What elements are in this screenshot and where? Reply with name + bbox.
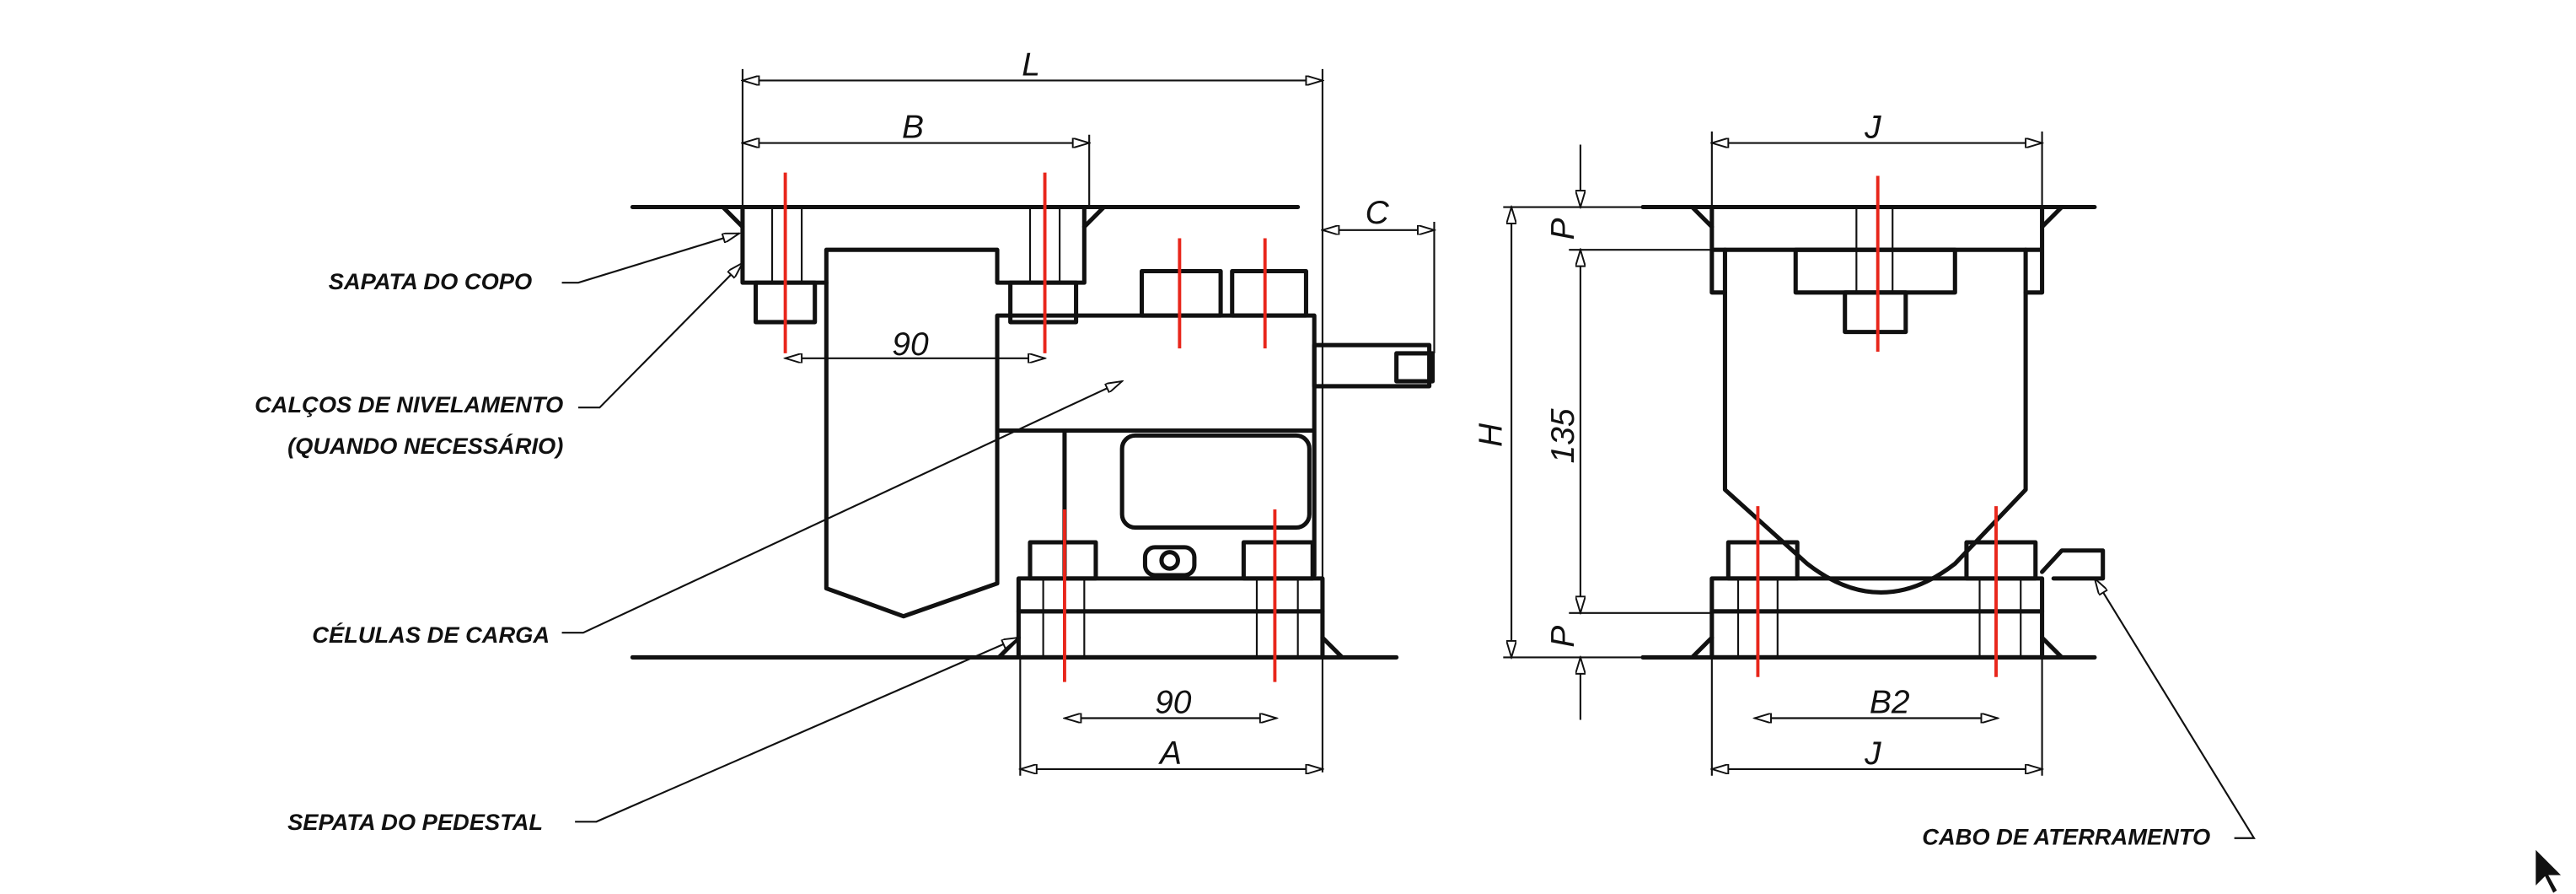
dimensions-side <box>743 68 1435 776</box>
nut <box>1843 290 1908 335</box>
dim-H: H <box>1473 423 1509 447</box>
centerlines <box>1756 175 1998 677</box>
dim-B2: B2 <box>1870 685 1910 721</box>
dim-90-top: 90 <box>892 326 929 363</box>
label-sapata-copo: SAPATA DO COPO <box>329 268 532 294</box>
pedestal-foot-plate <box>1709 540 2045 660</box>
dim-A: A <box>1158 735 1182 772</box>
dim-C: C <box>1366 195 1390 231</box>
label-cabo: CABO DE ATERRAMENTO <box>1922 824 2210 850</box>
label-calcos-note: (QUANDO NECESSÁRIO) <box>287 433 563 459</box>
dim-B: B <box>902 110 924 146</box>
dim-J-bottom: J <box>1864 735 1881 772</box>
dim-L: L <box>1022 47 1040 83</box>
cup-body <box>1722 247 2028 595</box>
side-view: L B C 90 90 A <box>630 47 1436 776</box>
leader-lines <box>561 232 2256 839</box>
ground-cable <box>2040 548 2106 581</box>
load-cell <box>995 268 1436 578</box>
centerlines <box>783 172 1277 682</box>
dim-90-bottom: 90 <box>1155 685 1192 721</box>
dim-135: 135 <box>1545 408 1581 463</box>
cup-foot-plate <box>721 204 1107 285</box>
label-sapata-pedestal: SEPATA DO PEDESTAL <box>287 809 543 835</box>
pedestal-foot-plate <box>996 540 1344 660</box>
top-nut-plate <box>1793 247 1957 295</box>
dimensions-front <box>1503 131 2042 776</box>
dim-P-top: P <box>1545 218 1581 240</box>
dim-P-bottom: P <box>1545 626 1581 648</box>
front-view: J J B2 H 135 P P <box>1473 110 2106 776</box>
mouse-cursor-icon <box>2534 846 2565 894</box>
dim-J-top: J <box>1864 110 1881 146</box>
label-celulas: CÉLULAS DE CARGA <box>312 622 550 648</box>
label-calcos: CALÇOS DE NIVELAMENTO <box>255 391 563 417</box>
cup-body <box>824 280 1000 619</box>
